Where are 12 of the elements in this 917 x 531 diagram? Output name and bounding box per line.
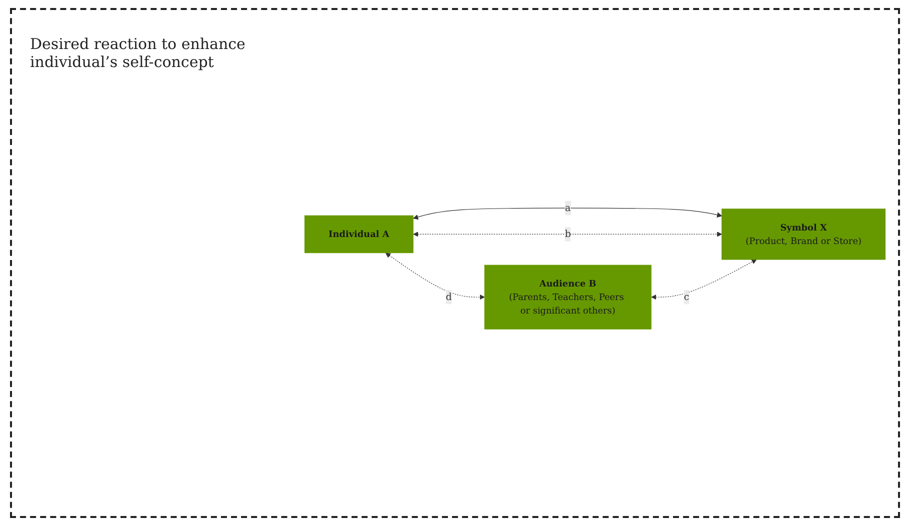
arrow <box>413 208 722 220</box>
note-text: Desired reaction to enhance individual’s self-concept <box>30 35 246 71</box>
edge-label: c <box>684 291 690 302</box>
edge-label: a <box>565 202 571 214</box>
edge-label: b <box>564 228 571 240</box>
arrow <box>385 252 485 300</box>
node-box: Symbol X (Product, Brand or Store) <box>722 208 886 260</box>
arrow <box>651 259 757 300</box>
arrow <box>413 232 722 237</box>
node-box: Individual A <box>304 215 414 254</box>
node-box: Audience B (Parents, Teachers, Peers or significant others) <box>484 264 652 330</box>
edge-label: d <box>446 291 452 302</box>
